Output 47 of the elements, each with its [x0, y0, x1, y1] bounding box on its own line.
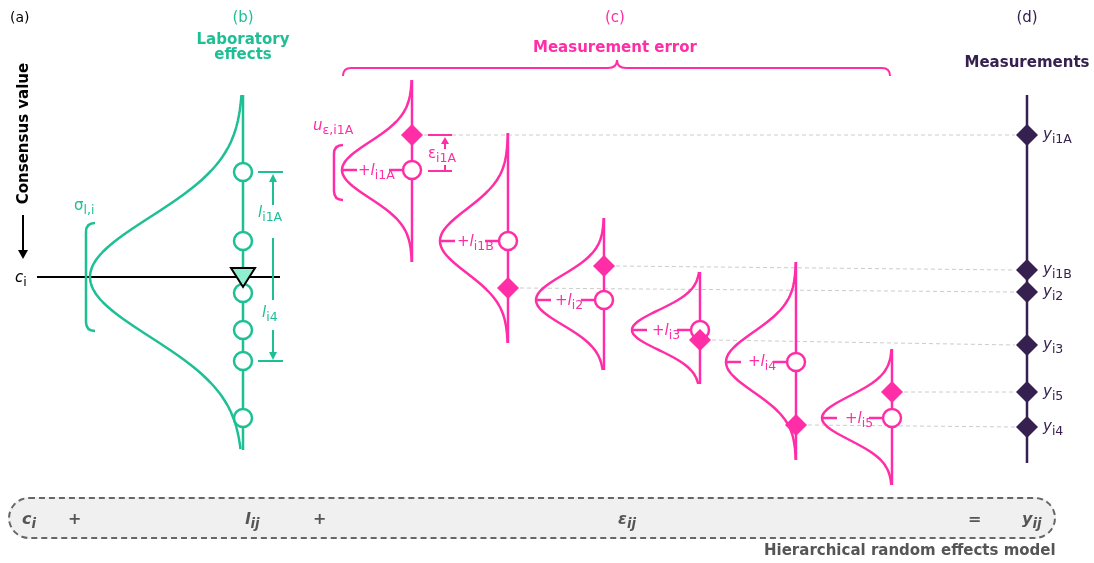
- symbol-label: c$_{i}$: [15, 270, 27, 289]
- guide-line: [711, 339, 1016, 346]
- symbol-label: +l$_{i1A}$: [358, 163, 395, 182]
- diamond-marker: [497, 277, 519, 299]
- section-heading: Measurements: [964, 55, 1090, 70]
- diamond-marker: [1016, 124, 1038, 146]
- equation-term: ε$_{ij}$: [618, 511, 637, 531]
- diamond-marker: [1016, 334, 1038, 356]
- symbol-label: y$_{i5}$: [1043, 384, 1064, 403]
- equation-term: l$_{ij}$: [245, 511, 260, 531]
- equation-term: +: [68, 511, 82, 527]
- axis-label: Consensus value: [15, 62, 31, 204]
- guide-line: [519, 287, 1016, 293]
- equation-term: c$_{i}$: [22, 511, 37, 531]
- symbol-label: σ$_{l,i}$: [74, 198, 95, 217]
- symbol-label: u$_{ε,i1A}$: [313, 118, 354, 137]
- equation-term: =: [968, 511, 982, 527]
- symbol-label: y$_{i2}$: [1043, 284, 1064, 303]
- symbol-label: y$_{i1B}$: [1043, 262, 1072, 281]
- diamond-marker: [401, 124, 423, 146]
- symbol-label: +l$_{i3}$: [652, 323, 681, 342]
- panel-label: (b): [232, 10, 254, 25]
- panel-label: (d): [1016, 10, 1038, 25]
- diamond-marker: [1016, 281, 1038, 303]
- symbol-label: ε$_{i1A}$: [428, 146, 457, 165]
- symbol-label: y$_{i4}$: [1043, 419, 1064, 438]
- symbol-label: l$_{i1A}$: [258, 205, 283, 224]
- diamond-marker: [593, 255, 615, 277]
- equation-term: +: [313, 511, 327, 527]
- section-heading: Measurement error: [533, 40, 697, 55]
- symbol-label: +l$_{i2}$: [555, 293, 584, 312]
- model-label: Hierarchical random effects model: [764, 543, 1056, 558]
- section-heading: Laboratory effects: [195, 32, 291, 62]
- diamond-marker: [1016, 259, 1038, 281]
- guide-line: [807, 424, 1016, 428]
- symbol-label: l$_{i4}$: [262, 305, 278, 324]
- diamond-marker: [689, 329, 711, 351]
- diamond-marker: [1016, 416, 1038, 438]
- panel-label: (a): [10, 10, 30, 24]
- diamond-marker: [881, 381, 903, 403]
- diamond-marker: [785, 414, 807, 436]
- equation-box: [8, 497, 1056, 539]
- diamond-marker: [1016, 381, 1038, 403]
- symbol-label: y$_{i3}$: [1043, 337, 1064, 356]
- symbol-label: y$_{i1A}$: [1043, 127, 1072, 146]
- panel-label: (c): [605, 10, 625, 25]
- equation-term: y$_{ij}$: [1022, 511, 1042, 531]
